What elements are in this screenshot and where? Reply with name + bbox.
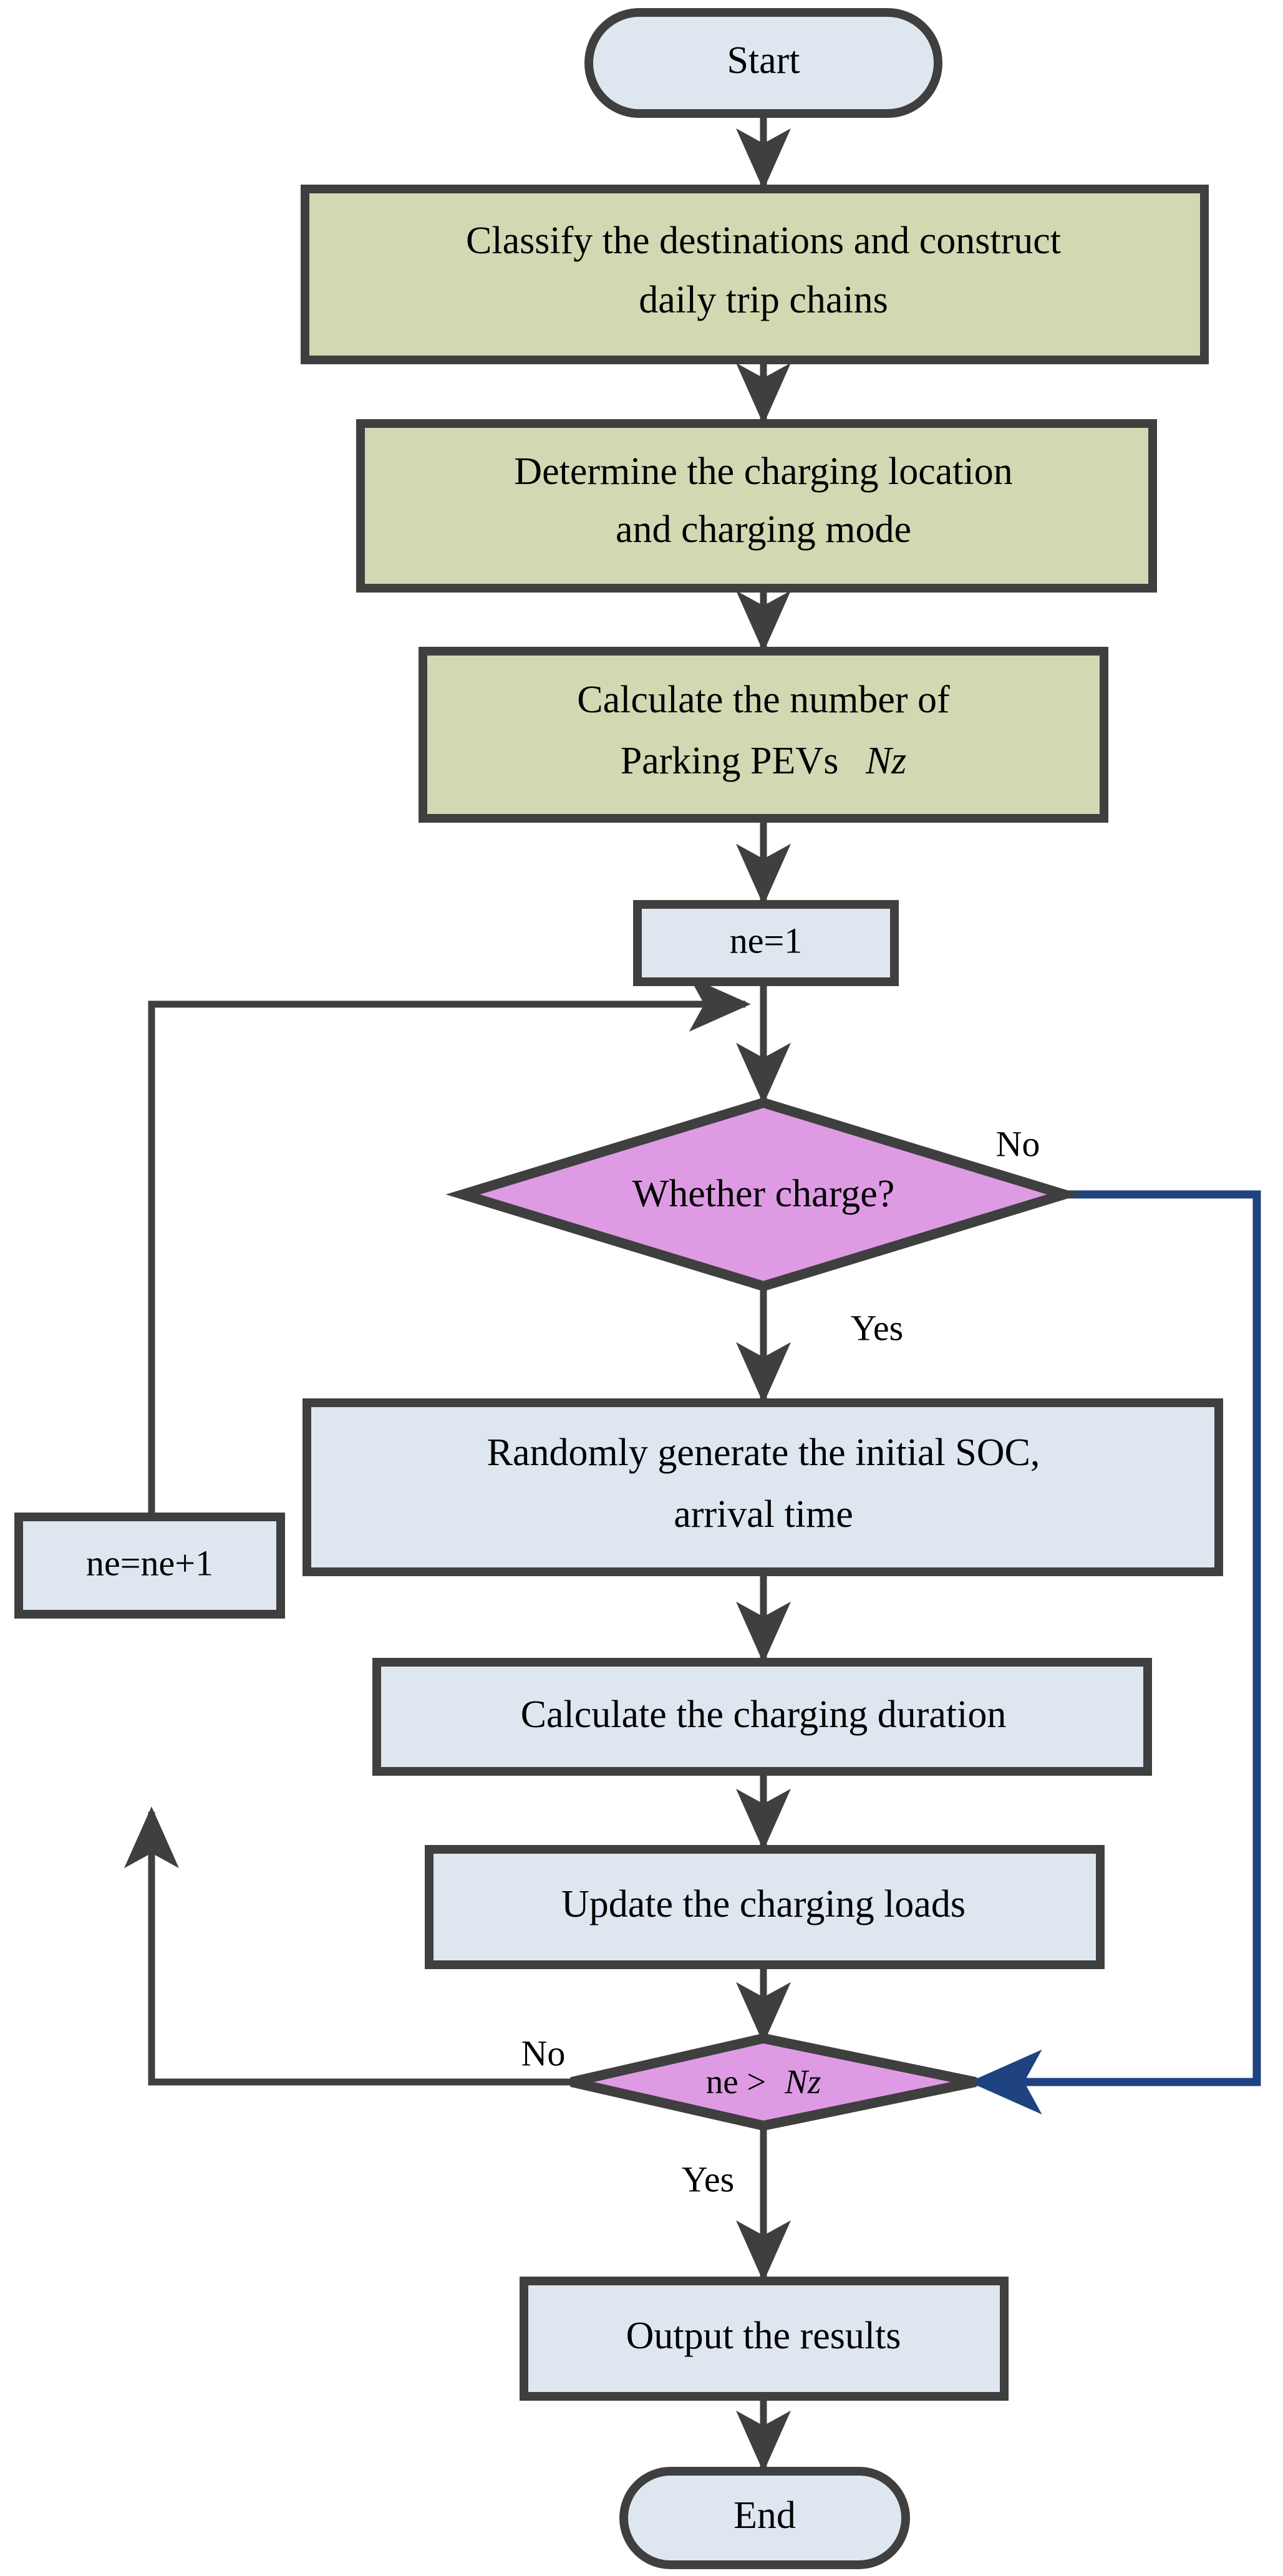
end-shape — [619, 2467, 910, 2569]
calc-parking-line2: Parking PEVs Nz — [621, 740, 907, 782]
calc-parking-shape — [419, 647, 1108, 823]
whether-charge-label: Whether charge? — [632, 1173, 895, 1215]
start-label: Start — [727, 39, 800, 82]
classify-line1: Classify the destinations and construct — [466, 220, 1061, 262]
edge-label-compare-yes: Yes — [682, 2159, 734, 2199]
node-start[interactable]: Start — [584, 8, 942, 118]
edge-necompare-no-to-neincrement — [124, 1806, 571, 2086]
ne-compare-label-pre: ne > — [706, 2063, 767, 2101]
node-update-loads[interactable]: Update the charging loads — [425, 1845, 1105, 1969]
node-charging-duration[interactable]: Calculate the charging duration — [372, 1658, 1152, 1776]
start-shape — [584, 8, 942, 118]
edge-label-charge-no: No — [996, 1123, 1040, 1164]
node-output-results[interactable]: Output the results — [520, 2277, 1009, 2401]
determine-shape — [356, 419, 1157, 593]
charging-duration-shape — [372, 1658, 1152, 1776]
update-loads-shape — [425, 1845, 1105, 1969]
edge-label-charge-yes: Yes — [851, 1307, 903, 1348]
ne-compare-label-var: Nz — [784, 2063, 821, 2101]
calc-parking-line2-pre: Parking PEVs — [621, 740, 839, 782]
node-ne-init[interactable]: ne=1 — [633, 900, 899, 986]
ne-increment-shape — [14, 1513, 285, 1619]
ne-init-shape — [633, 900, 899, 986]
edge-whethercharge-no-bypass — [969, 1190, 1261, 2114]
connector-no-bypass — [969, 1190, 1261, 2114]
classify-line2: daily trip chains — [639, 279, 888, 321]
edge-neincrement-to-spine — [148, 977, 751, 1517]
edge-label-compare-no: No — [521, 2033, 566, 2073]
ne-compare-shape — [570, 2033, 977, 2131]
node-calculate-parking-pevs[interactable]: Calculate the number of Parking PEVs Nz — [419, 647, 1108, 823]
classify-shape — [301, 185, 1209, 364]
random-soc-line2: arrival time — [674, 1493, 853, 1536]
ne-compare-label: ne > Nz — [706, 2063, 821, 2101]
node-ne-compare[interactable]: ne > Nz — [570, 2033, 977, 2131]
calc-parking-line2-var: Nz — [865, 740, 906, 782]
ne-increment-label: ne=ne+1 — [86, 1542, 213, 1583]
node-whether-charge[interactable]: Whether charge? — [445, 1097, 1082, 1292]
node-ne-increment[interactable]: ne=ne+1 — [14, 1513, 285, 1619]
node-determine[interactable]: Determine the charging location and char… — [356, 419, 1157, 593]
node-classify[interactable]: Classify the destinations and construct … — [301, 185, 1209, 364]
random-soc-line1: Randomly generate the initial SOC, — [487, 1431, 1040, 1474]
node-random-soc[interactable]: Randomly generate the initial SOC, arriv… — [303, 1398, 1223, 1576]
random-soc-shape — [303, 1398, 1223, 1576]
determine-line1: Determine the charging location — [514, 450, 1012, 493]
whether-charge-shape — [445, 1097, 1082, 1292]
output-shape — [520, 2277, 1009, 2401]
calc-parking-line1: Calculate the number of — [577, 679, 950, 721]
output-label: Output the results — [626, 2315, 901, 2357]
end-label: End — [733, 2494, 796, 2537]
ne-init-label: ne=1 — [730, 920, 802, 961]
charging-duration-label: Calculate the charging duration — [521, 1693, 1007, 1736]
connectors — [124, 113, 791, 2472]
determine-line2: and charging mode — [616, 508, 911, 551]
node-end[interactable]: End — [619, 2467, 910, 2569]
update-loads-label: Update the charging loads — [561, 1883, 966, 1925]
